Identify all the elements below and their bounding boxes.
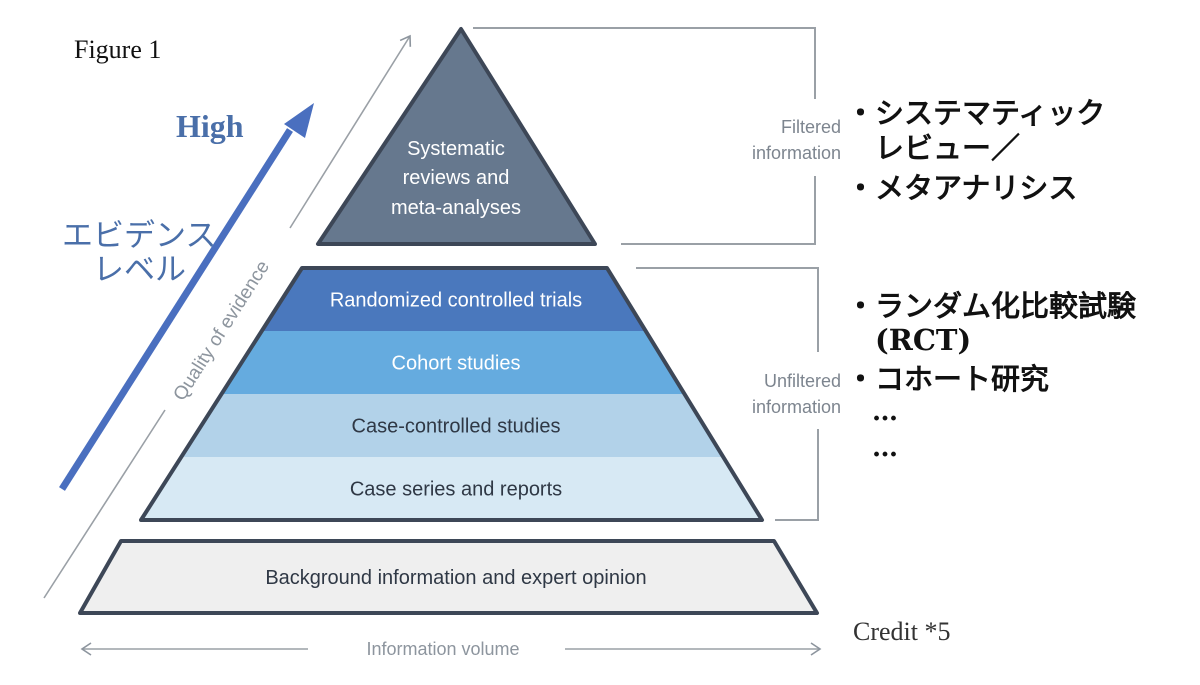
filtered-item-1: ・システマティック (846, 96, 1105, 130)
credit-label: Credit *5 (853, 617, 951, 646)
filtered-bracket: Filtered information (473, 27, 841, 245)
unfiltered-item-3: ・コホート研究 (846, 362, 1049, 396)
top-level-line2: reviews and (403, 167, 510, 189)
filtered-bracket-bottom (621, 176, 816, 245)
pyramid-top-level: Systematic reviews and meta-analyses (316, 27, 597, 246)
pyramid-band-label-4: Case series and reports (350, 479, 562, 501)
pyramid-band-label-2: Cohort studies (392, 353, 521, 375)
unfiltered-bracket: Unfiltered information (636, 267, 841, 521)
figure-label: Figure 1 (74, 35, 161, 64)
unfiltered-annotations: ・ランダム化比較試験 (RCT) ・コホート研究 … … (846, 289, 1137, 463)
top-level-line1: Systematic (407, 138, 505, 160)
unfiltered-label-line2: information (752, 397, 841, 417)
evidence-arrow-shaft (59, 128, 293, 491)
systematic-reviews-shape (316, 27, 597, 246)
evidence-level-jp-line1: エビデンス (62, 218, 216, 253)
filtered-label-line1: Filtered (781, 117, 841, 137)
filtered-label-line2: information (752, 143, 841, 163)
unfiltered-item-4: … (846, 397, 898, 427)
pyramid-band-label-3: Case-controlled studies (352, 416, 561, 438)
unfiltered-bracket-top (636, 267, 819, 352)
high-label: High (176, 108, 244, 144)
volume-axis-label: Information volume (366, 639, 519, 659)
evidence-arrow-head-icon (284, 103, 314, 138)
filtered-item-2: レビュー／ (846, 131, 1020, 165)
background-info-shape (78, 539, 819, 615)
unfiltered-bracket-bottom (775, 429, 819, 521)
evidence-level-jp-line2: レベル (93, 252, 186, 287)
quality-axis-lower-line (43, 409, 166, 599)
unfiltered-item-1: ・ランダム化比較試験 (846, 289, 1137, 323)
base-level-label: Background information and expert opinio… (265, 567, 646, 589)
filtered-annotations: ・システマティック レビュー／ ・メタアナリシス (846, 96, 1105, 205)
unfiltered-item-5: … (846, 433, 898, 463)
top-level-line3: meta-analyses (391, 197, 521, 219)
pyramid-base-level: Background information and expert opinio… (78, 539, 819, 615)
unfiltered-label-line1: Unfiltered (764, 371, 841, 391)
pyramid-band-label-1: Randomized controlled trials (330, 290, 582, 312)
middle-levels-outline (139, 266, 764, 522)
pyramid-band-2 (221, 331, 685, 394)
filtered-item-3: ・メタアナリシス (846, 171, 1077, 205)
evidence-level-arrow (59, 103, 314, 491)
quality-axis-upper-line (289, 34, 412, 229)
unfiltered-item-2: (RCT) (846, 323, 971, 357)
pyramid-band-3 (181, 394, 724, 457)
pyramid-band-4 (141, 457, 762, 520)
pyramid-band-1 (261, 268, 646, 331)
volume-axis: Information volume (80, 639, 822, 659)
filtered-bracket-top (473, 27, 816, 99)
